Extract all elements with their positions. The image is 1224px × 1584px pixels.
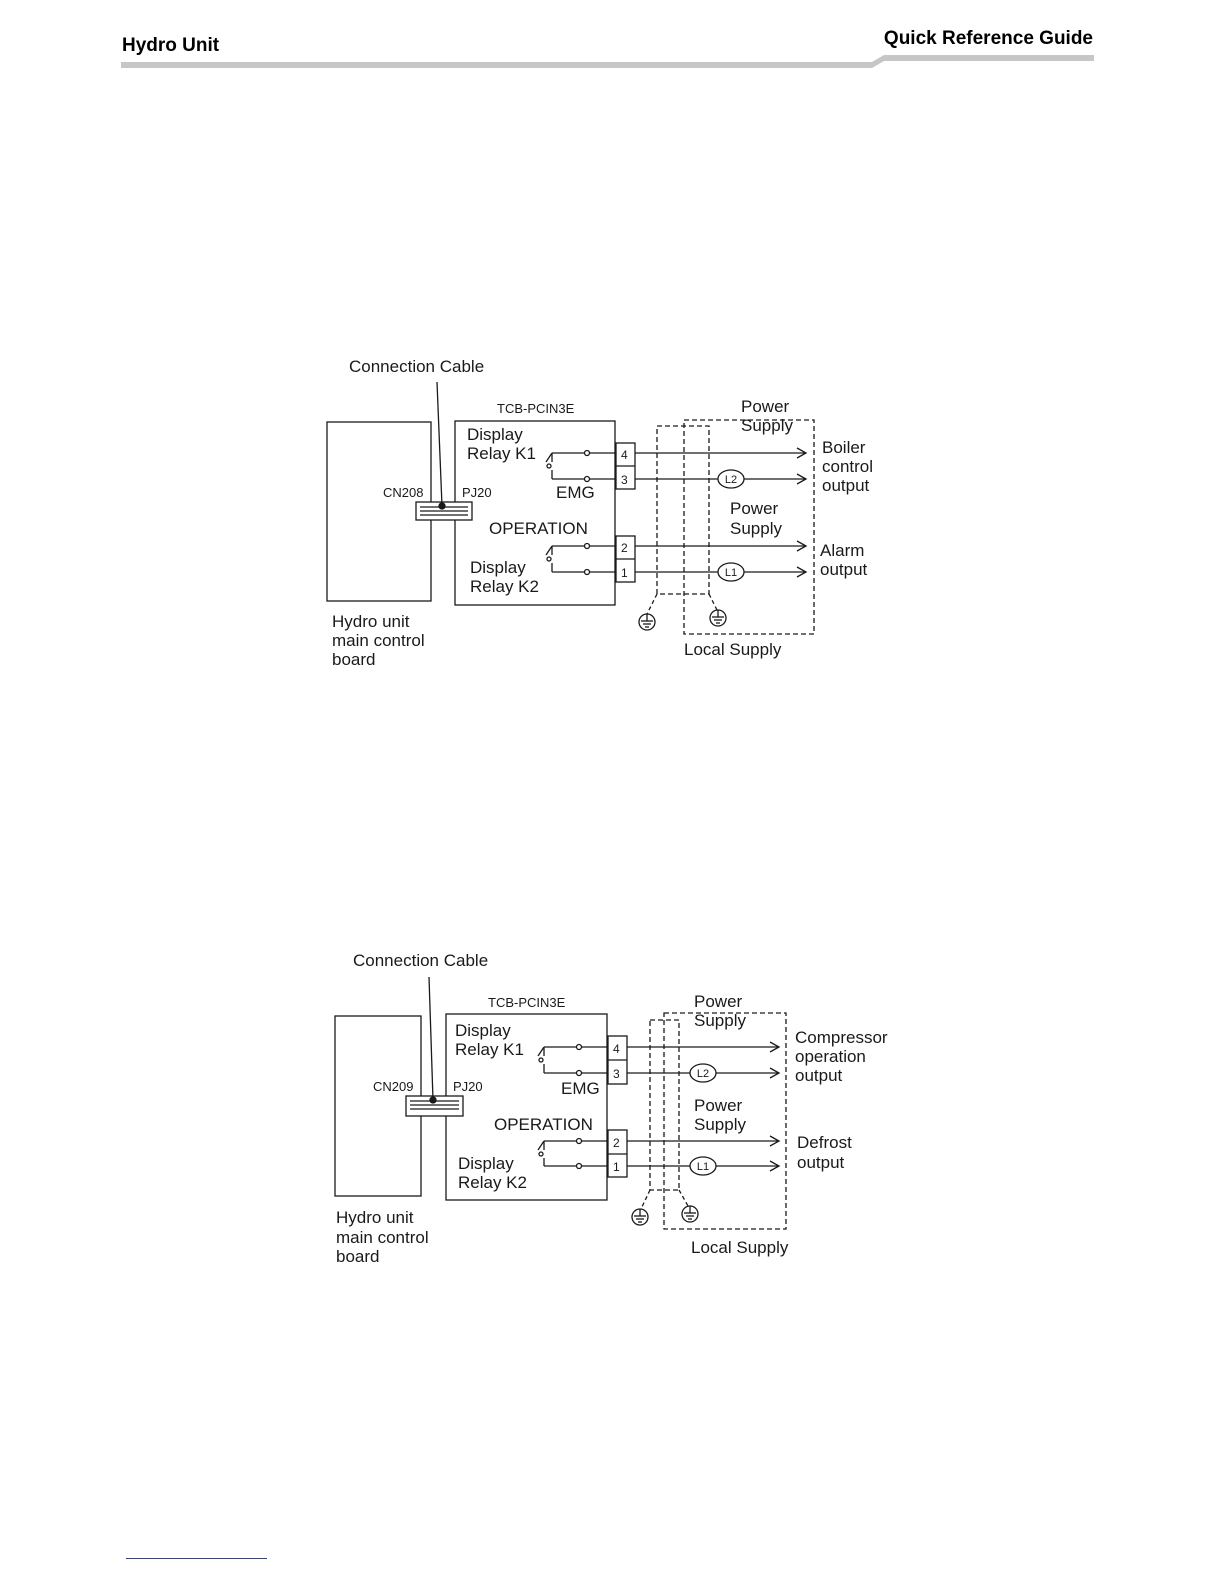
- d2-local-supply-label: Local Supply: [691, 1238, 789, 1257]
- d1-relay-k2-line1: Display: [470, 558, 526, 577]
- d1-adapter-label: TCB-PCIN3E: [497, 401, 575, 416]
- d1-board-label-2: main control: [332, 631, 425, 650]
- d1-emg-label: EMG: [556, 483, 595, 502]
- d1-output-upper-2: control: [822, 457, 873, 476]
- d2-output-upper-1: Compressor: [795, 1028, 888, 1047]
- d2-output-upper-3: output: [795, 1066, 843, 1085]
- d1-board-label-3: board: [332, 650, 375, 669]
- relay-k2-switch-2: [537, 1140, 545, 1151]
- d1-connector-board-label: CN208: [383, 485, 423, 500]
- d1-output-upper-1: Boiler: [822, 438, 866, 457]
- d2-line-l2: L2: [697, 1068, 709, 1080]
- d2-line-l1: L1: [697, 1161, 709, 1173]
- d2-power-supply-mid-1: Power: [694, 1096, 743, 1115]
- d2-output-lower-2: output: [797, 1153, 845, 1172]
- d1-operation-label: OPERATION: [489, 519, 588, 538]
- d2-board-label-2: main control: [336, 1228, 429, 1247]
- d2-board-label-3: board: [336, 1247, 379, 1266]
- d1-board-label-1: Hydro unit: [332, 612, 410, 631]
- relay-k1-switch-2: [537, 1046, 545, 1057]
- d1-line-l2: L2: [725, 474, 737, 486]
- d2-power-supply-mid-2: Supply: [694, 1115, 746, 1134]
- d2-power-supply-top-1: Power: [694, 992, 743, 1011]
- d1-terminal-3: 3: [621, 473, 628, 487]
- d2-terminal-4: 4: [613, 1042, 620, 1056]
- d1-power-supply-top-1: Power: [741, 397, 790, 416]
- local-supply-dashed-box: [683, 419, 815, 635]
- d1-output-upper-3: output: [822, 476, 870, 495]
- d1-line-l1: L1: [725, 567, 737, 579]
- header-right-title: Quick Reference Guide: [883, 28, 1093, 49]
- relay-k2-switch: [545, 545, 553, 556]
- cable-joint-dot: [438, 502, 446, 510]
- d2-power-supply-top-2: Supply: [694, 1011, 746, 1030]
- header-band: [121, 55, 1094, 68]
- d1-connection-cable-label: Connection Cable: [349, 357, 484, 376]
- d2-emg-label: EMG: [561, 1079, 600, 1098]
- relay-k1-switch: [545, 452, 553, 463]
- d1-power-supply-mid-1: Power: [730, 499, 779, 518]
- d2-relay-k2-line1: Display: [458, 1154, 514, 1173]
- d2-connector-adapter-label: PJ20: [453, 1079, 483, 1094]
- d2-operation-label: OPERATION: [494, 1115, 593, 1134]
- d1-relay-k2-line2: Relay K2: [470, 577, 539, 596]
- d2-terminal-1: 1: [613, 1160, 620, 1174]
- d1-output-lower-2: output: [820, 560, 868, 579]
- d2-output-upper-2: operation: [795, 1047, 866, 1066]
- d2-connector-board-label: CN209: [373, 1079, 413, 1094]
- d2-relay-k1-line2: Relay K1: [455, 1040, 524, 1059]
- d1-terminal-4: 4: [621, 448, 628, 462]
- footer-rule: [126, 1558, 267, 1559]
- cable-shield-dashed-box: [656, 425, 710, 595]
- d2-relay-k1-line1: Display: [455, 1021, 511, 1040]
- local-supply-dashed-box-2: [663, 1012, 787, 1230]
- d2-terminal-3: 3: [613, 1067, 620, 1081]
- cable-joint-dot-2: [429, 1096, 437, 1104]
- d2-adapter-label: TCB-PCIN3E: [488, 995, 566, 1010]
- d1-local-supply-label: Local Supply: [684, 640, 782, 659]
- connection-cable-leader: [436, 381, 443, 507]
- d1-relay-k1-line1: Display: [467, 425, 523, 444]
- d1-terminal-2: 2: [621, 541, 628, 555]
- d2-board-label-1: Hydro unit: [336, 1208, 414, 1227]
- header-left-title: Hydro Unit: [122, 35, 220, 56]
- d1-power-supply-mid-2: Supply: [730, 519, 782, 538]
- cable-shield-dashed-box-2: [649, 1019, 680, 1191]
- d1-power-supply-top-2: Supply: [741, 416, 793, 435]
- d1-connector-adapter-label: PJ20: [462, 485, 492, 500]
- d1-relay-k1-line2: Relay K1: [467, 444, 536, 463]
- connection-cable-leader-2: [428, 976, 434, 1101]
- d2-output-lower-1: Defrost: [797, 1133, 852, 1152]
- d1-output-lower-1: Alarm: [820, 541, 864, 560]
- d2-relay-k2-line2: Relay K2: [458, 1173, 527, 1192]
- d1-terminal-1: 1: [621, 566, 628, 580]
- d2-connection-cable-label: Connection Cable: [353, 951, 488, 970]
- d2-terminal-2: 2: [613, 1136, 620, 1150]
